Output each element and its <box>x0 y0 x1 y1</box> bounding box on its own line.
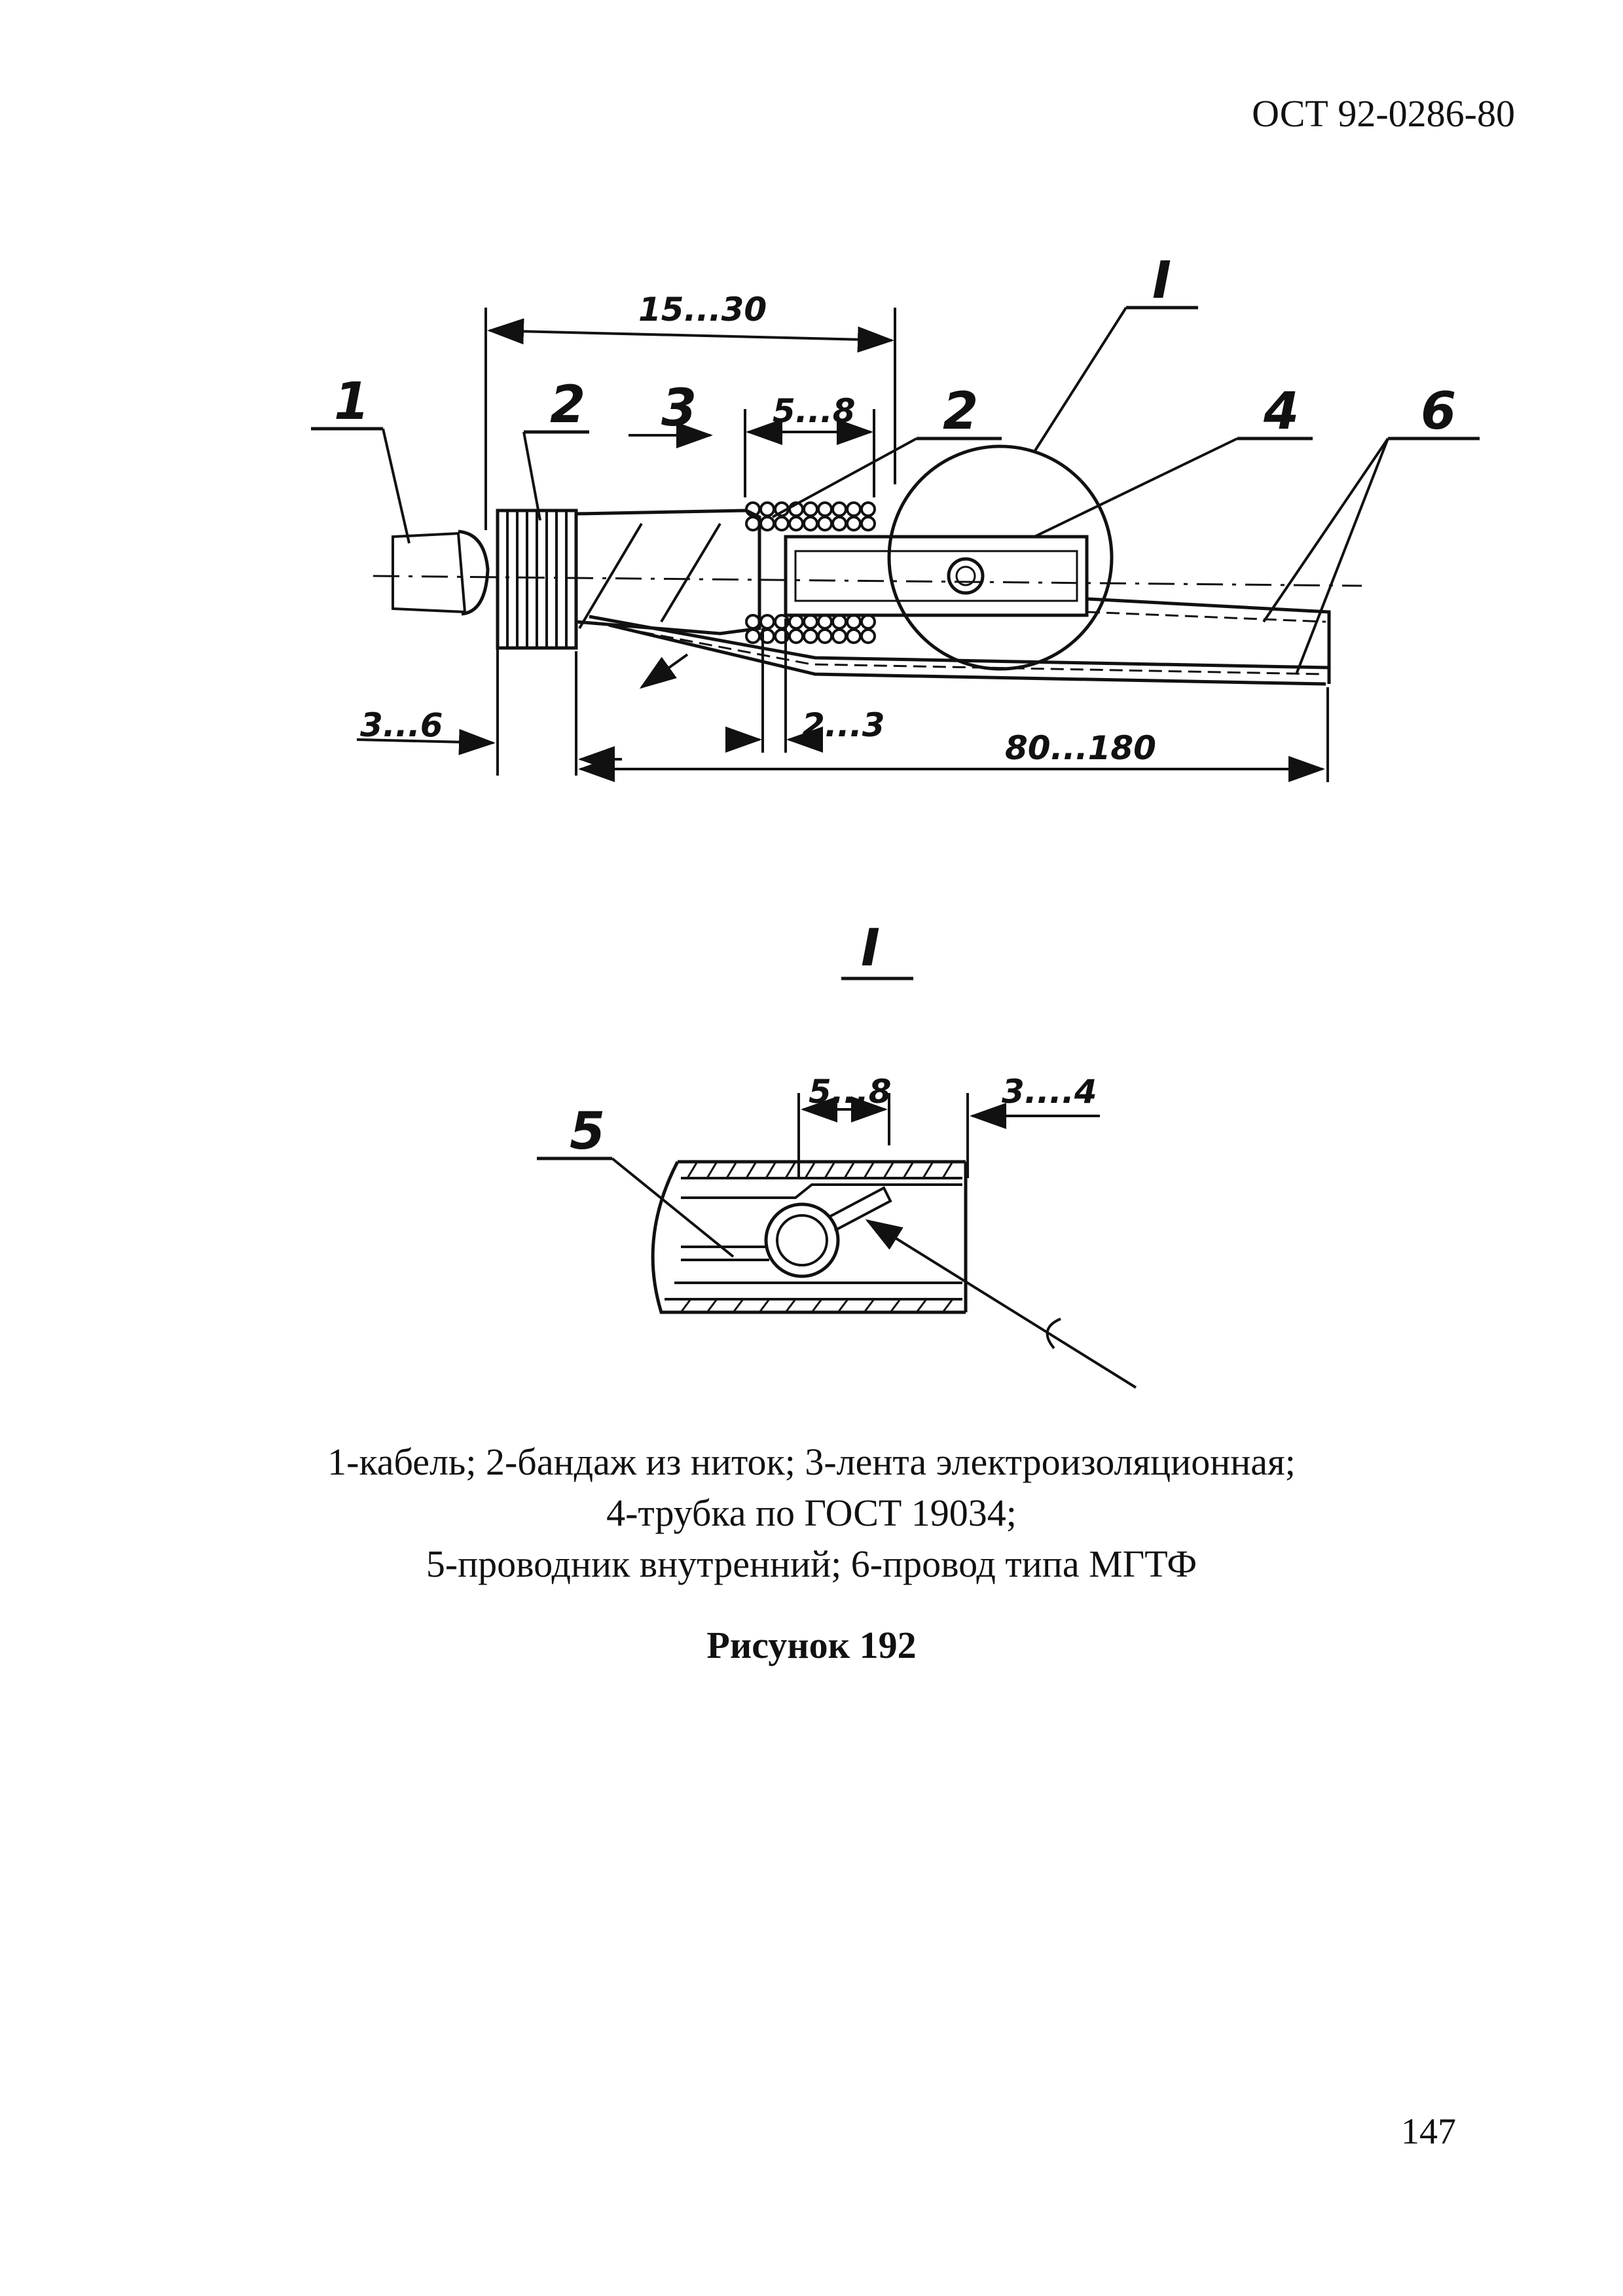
label-3: 3 <box>661 379 697 438</box>
detail-view <box>537 1093 1137 1389</box>
caption-line-1: 1-кабель; 2-бандаж из ниток; 3-лента эле… <box>327 1441 1296 1483</box>
detail-title-text: I <box>861 919 880 978</box>
detail-title: I <box>841 919 913 980</box>
dim-15-30: 15...30 <box>638 291 767 329</box>
figure-caption: 1-кабель; 2-бандаж из ниток; 3-лента эле… <box>0 1437 1623 1590</box>
label-5: 5 <box>570 1102 605 1161</box>
main-view <box>311 306 1480 782</box>
main-view-labels: 15...30 5...8 3...6 2...3 80...180 1 2 3… <box>334 251 1456 767</box>
dim-3-6: 3...6 <box>360 706 443 744</box>
detail-dim-5-8: 5...8 <box>809 1073 892 1111</box>
label-detail-ref: I <box>1152 251 1171 310</box>
page-number: 147 <box>1401 2111 1456 2152</box>
label-6: 6 <box>1421 382 1456 441</box>
label-4: 4 <box>1263 382 1299 441</box>
dim-2-3: 2...3 <box>802 706 885 744</box>
figure-title: Рисунок 192 <box>706 1624 917 1666</box>
caption-line-2: 4-трубка по ГОСТ 19034; <box>606 1492 1017 1534</box>
label-1: 1 <box>334 372 369 431</box>
detail-view-labels: 5...8 3....4 5 <box>570 1073 1097 1161</box>
caption-line-3: 5-проводник внутренний; 6-провод типа МГ… <box>426 1543 1197 1585</box>
document-code: ОСТ 92-0286-80 <box>1252 92 1515 135</box>
dim-5-8: 5...8 <box>773 392 856 430</box>
technical-drawing: 15...30 5...8 3...6 2...3 80...180 1 2 3… <box>311 251 1480 1389</box>
dim-80-180: 80...180 <box>1005 729 1156 767</box>
label-2b: 2 <box>943 382 978 441</box>
label-2a: 2 <box>550 376 585 435</box>
detail-dim-3-4: 3....4 <box>1002 1073 1097 1111</box>
